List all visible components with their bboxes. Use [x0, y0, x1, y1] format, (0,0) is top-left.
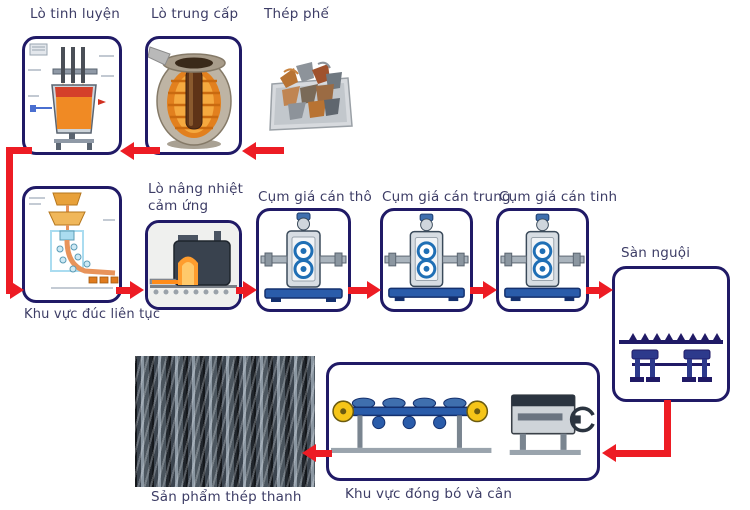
bar-product-label: Sản phẩm thép thanh [151, 489, 302, 505]
induction-furnace-box [145, 220, 242, 310]
arrow-roughing-to-intermediate-mill [367, 281, 381, 299]
continuous-casting-image [29, 192, 119, 289]
scrap-steel-image [269, 61, 353, 131]
finishing-mill-box [496, 208, 589, 312]
steel-bar-product-image [135, 356, 315, 487]
induction-furnace-image [148, 223, 239, 307]
arrow-refining-to-casting [10, 281, 24, 299]
arrow-induction-to-roughing [236, 287, 244, 294]
arrow-intermediate-mill-to-finishing [470, 287, 484, 294]
rolling-mill-image [260, 212, 347, 302]
arrow-bundling-to-product [302, 444, 316, 462]
bundling-weighing-image [331, 394, 597, 455]
scrap-steel-label: Thép phế [264, 6, 329, 22]
scrap-steel-figure [262, 48, 358, 148]
arrow-refining-to-casting [6, 147, 32, 154]
arrow-intermediate-to-refining [120, 142, 134, 160]
arrow-scrap-to-intermediate [256, 147, 284, 154]
roughing-mill-label: Cụm giá cán thô [258, 189, 372, 205]
bundling-weighing-box [326, 362, 600, 481]
continuous-casting-box [22, 186, 122, 303]
arrow-bundling-to-product [316, 450, 332, 457]
refining-furnace-label: Lò tinh luyện [30, 6, 121, 22]
arrow-casting-to-induction [130, 281, 144, 299]
intermediate-mill-label: Cụm giá cán trung [382, 189, 511, 205]
induction-furnace-label: Lò nâng nhiệt cảm ứng [148, 181, 244, 214]
cooling-bed-label: Sàn nguội [621, 245, 691, 261]
arrow-scrap-to-intermediate [242, 142, 256, 160]
arrow-intermediate-to-refining [134, 147, 160, 154]
cooling-bed-box [612, 266, 730, 402]
intermediate-furnace-box [145, 36, 242, 155]
arrow-finishing-to-cooling [586, 287, 600, 294]
continuous-casting-label: Khu vực đúc liên tục [24, 307, 161, 322]
rolling-mill-image [384, 213, 469, 302]
arrow-roughing-to-intermediate-mill [348, 287, 368, 294]
arrow-intermediate-mill-to-finishing [483, 281, 497, 299]
arrow-induction-to-roughing [243, 281, 257, 299]
cooling-bed-image [619, 333, 723, 382]
arrow-refining-to-casting [6, 147, 13, 294]
arrow-cooling-to-bundling [616, 450, 671, 457]
arrow-finishing-to-cooling [599, 281, 613, 299]
finishing-mill-label: Cụm giá cán tinh [499, 189, 618, 205]
arrow-cooling-to-bundling [664, 400, 671, 454]
arrow-cooling-to-bundling [602, 444, 616, 462]
refining-furnace-box [22, 36, 122, 155]
ladle-furnace-image [28, 43, 114, 150]
bundling-weighing-label: Khu vực đóng bó và cân [345, 486, 513, 502]
intermediate-mill-box [380, 208, 473, 312]
rolling-mill-image [500, 213, 585, 302]
arrow-casting-to-induction [116, 287, 130, 294]
intermediate-furnace-image [148, 46, 232, 149]
roughing-mill-box [256, 208, 351, 312]
intermediate-furnace-label: Lò trung cấp [151, 6, 239, 22]
